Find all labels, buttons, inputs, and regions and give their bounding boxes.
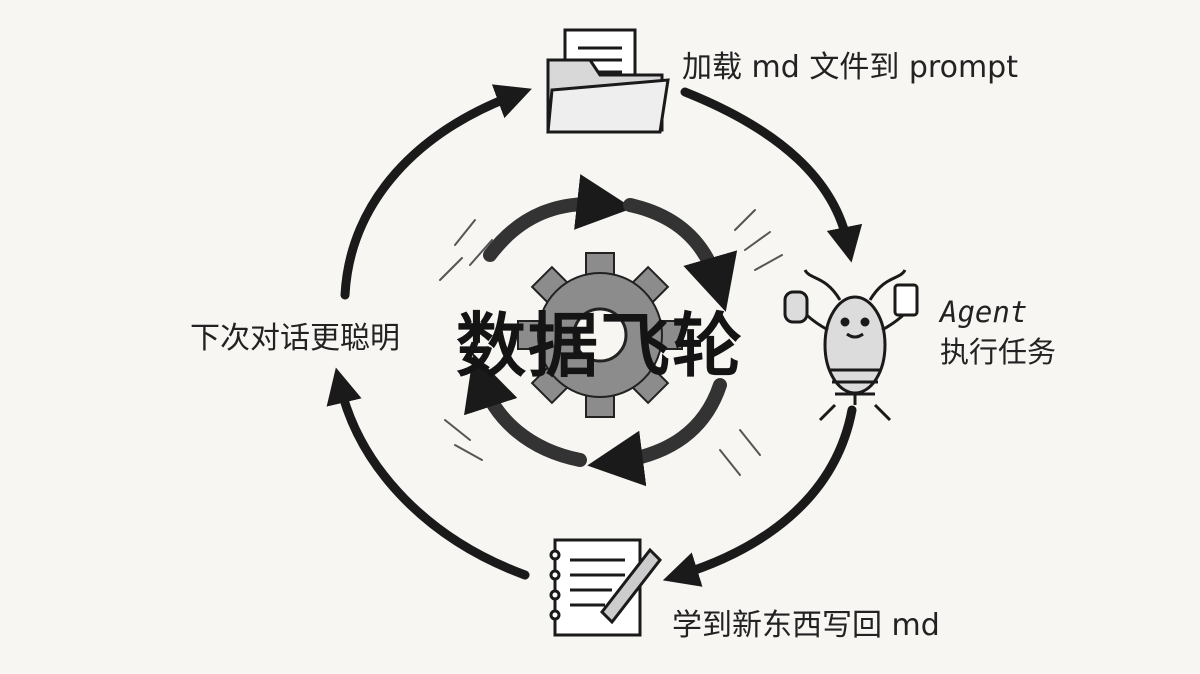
step-smarter-label: 下次对话更聪明	[190, 321, 400, 356]
motion-lines	[439, 209, 783, 476]
folder-with-documents-icon	[546, 28, 670, 134]
arrow-execute-to-learn	[662, 405, 857, 587]
diagram-title: 数据飞轮	[456, 305, 744, 387]
arrow-learn-to-smarter	[326, 367, 530, 580]
step-execute-label: Agent 执行任务	[940, 292, 1056, 372]
step-learn-label: 学到新东西写回 md	[672, 608, 940, 643]
lobster-agent-icon	[783, 269, 919, 422]
inner-rotation-arrows	[464, 174, 738, 487]
gear-icon	[517, 252, 683, 418]
step-execute-line1: Agent	[940, 295, 1028, 329]
outer-cycle-arrows	[326, 84, 863, 587]
notebook-and-pencil-icon	[549, 538, 662, 637]
step-load-label: 加载 md 文件到 prompt	[682, 50, 1018, 85]
arrow-smarter-to-load	[340, 84, 532, 300]
arrow-load-to-execute	[680, 87, 863, 263]
step-execute-line2: 执行任务	[940, 335, 1057, 369]
